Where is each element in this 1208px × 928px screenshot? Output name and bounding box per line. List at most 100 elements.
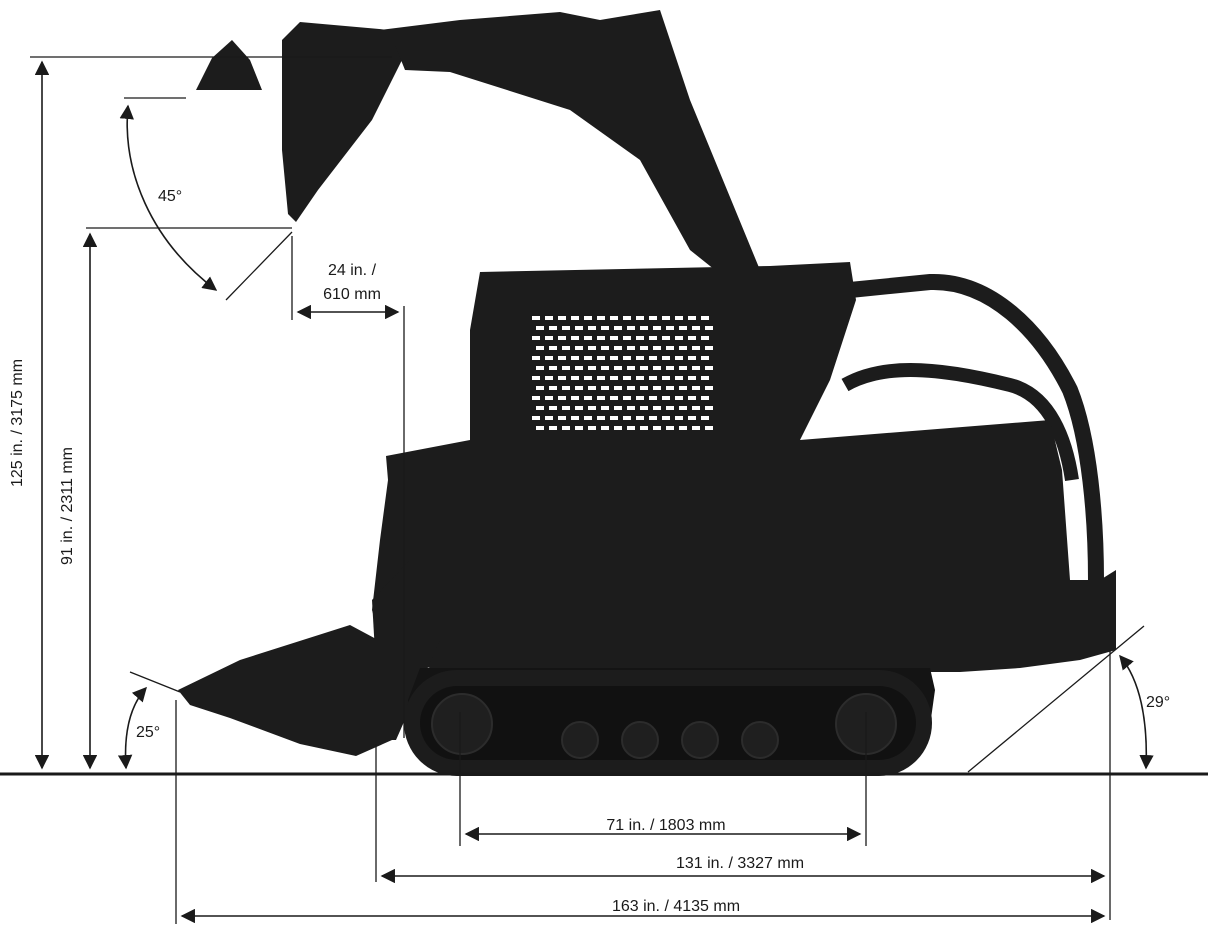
mesh-cell bbox=[692, 406, 700, 410]
bucket-arm-lower bbox=[372, 560, 440, 740]
mesh-cell bbox=[636, 376, 644, 380]
mesh-cell bbox=[614, 386, 622, 390]
mesh-cell bbox=[571, 336, 579, 340]
mesh-cell bbox=[688, 316, 696, 320]
mesh-cell bbox=[610, 396, 618, 400]
mesh-cell bbox=[588, 406, 596, 410]
mesh-cell bbox=[636, 316, 644, 320]
mesh-cell bbox=[536, 386, 544, 390]
mesh-cell bbox=[653, 326, 661, 330]
mesh-cell bbox=[636, 396, 644, 400]
mesh-cell bbox=[653, 346, 661, 350]
mesh-cell bbox=[688, 336, 696, 340]
dump-reach-label-line1: 24 in. / bbox=[328, 262, 377, 279]
mesh-cell bbox=[575, 366, 583, 370]
mesh-cell bbox=[562, 406, 570, 410]
mesh-cell bbox=[675, 376, 683, 380]
mesh-cell bbox=[545, 416, 553, 420]
mesh-cell bbox=[705, 366, 713, 370]
mesh-cell bbox=[597, 316, 605, 320]
rollback-angle-label: 25° bbox=[136, 724, 160, 741]
engine-body bbox=[372, 420, 1116, 672]
road-wheel bbox=[681, 721, 719, 759]
mesh-cell bbox=[627, 326, 635, 330]
dump-angle-bucket-line bbox=[225, 231, 293, 301]
mesh-cell bbox=[688, 416, 696, 420]
rear-frame-inner bbox=[841, 363, 1079, 482]
mesh-cell bbox=[640, 406, 648, 410]
mesh-cell bbox=[675, 416, 683, 420]
mesh-cell bbox=[588, 386, 596, 390]
mesh-cell bbox=[562, 326, 570, 330]
mesh-cell bbox=[558, 336, 566, 340]
mesh-cell bbox=[571, 396, 579, 400]
mesh-cell bbox=[662, 336, 670, 340]
road-wheel bbox=[431, 693, 493, 755]
lift-arm bbox=[380, 10, 760, 290]
mesh-cell bbox=[701, 336, 709, 340]
mesh-cell bbox=[675, 356, 683, 360]
mesh-cell bbox=[701, 396, 709, 400]
mesh-cell bbox=[692, 426, 700, 430]
mesh-cell bbox=[601, 366, 609, 370]
dump-angle-label: 45° bbox=[158, 188, 182, 205]
mesh-cell bbox=[536, 366, 544, 370]
mesh-cell bbox=[549, 346, 557, 350]
mesh-cell bbox=[610, 316, 618, 320]
mesh-cell bbox=[588, 346, 596, 350]
mesh-cell bbox=[549, 386, 557, 390]
lowered-bucket bbox=[178, 625, 392, 756]
road-wheel bbox=[621, 721, 659, 759]
mesh-cell bbox=[623, 356, 631, 360]
mesh-cell bbox=[597, 396, 605, 400]
road-wheel bbox=[741, 721, 779, 759]
mesh-cell bbox=[614, 366, 622, 370]
rollback-angle-arc bbox=[117, 686, 147, 770]
mesh-cell bbox=[653, 366, 661, 370]
mesh-cell bbox=[610, 376, 618, 380]
dump-reach-label-line2: 610 mm bbox=[323, 286, 381, 303]
mesh-cell bbox=[571, 316, 579, 320]
mesh-cell bbox=[692, 386, 700, 390]
mesh-cell bbox=[679, 426, 687, 430]
mesh-cell bbox=[666, 346, 674, 350]
mesh-cell bbox=[623, 336, 631, 340]
mesh-cell bbox=[636, 356, 644, 360]
mesh-cell bbox=[558, 416, 566, 420]
mesh-cell bbox=[584, 356, 592, 360]
mesh-cell bbox=[692, 346, 700, 350]
mesh-cell bbox=[545, 356, 553, 360]
mesh-cell bbox=[532, 396, 540, 400]
mesh-cell bbox=[649, 336, 657, 340]
mesh-cell bbox=[662, 356, 670, 360]
mesh-cell bbox=[614, 426, 622, 430]
mesh-cell bbox=[575, 406, 583, 410]
mesh-cell bbox=[597, 356, 605, 360]
mesh-cell bbox=[584, 416, 592, 420]
mesh-cell bbox=[627, 366, 635, 370]
mesh-cell bbox=[532, 376, 540, 380]
mesh-cell bbox=[662, 396, 670, 400]
mesh-cell bbox=[705, 386, 713, 390]
mesh-cell bbox=[532, 356, 540, 360]
mesh-cell bbox=[640, 426, 648, 430]
mesh-cell bbox=[610, 336, 618, 340]
mesh-cell bbox=[666, 366, 674, 370]
departure-angle-arc bbox=[1119, 654, 1154, 770]
mesh-cell bbox=[627, 406, 635, 410]
mesh-cell bbox=[584, 396, 592, 400]
mesh-cell bbox=[705, 426, 713, 430]
mesh-cell bbox=[701, 376, 709, 380]
mesh-cell bbox=[601, 326, 609, 330]
mesh-cell bbox=[562, 386, 570, 390]
mesh-cell bbox=[692, 326, 700, 330]
mesh-cell bbox=[558, 396, 566, 400]
mesh-cell bbox=[532, 416, 540, 420]
mesh-cell bbox=[640, 366, 648, 370]
mesh-cell bbox=[562, 366, 570, 370]
mesh-cell bbox=[545, 396, 553, 400]
mesh-cell bbox=[536, 346, 544, 350]
mesh-cell bbox=[688, 396, 696, 400]
mesh-cell bbox=[679, 406, 687, 410]
